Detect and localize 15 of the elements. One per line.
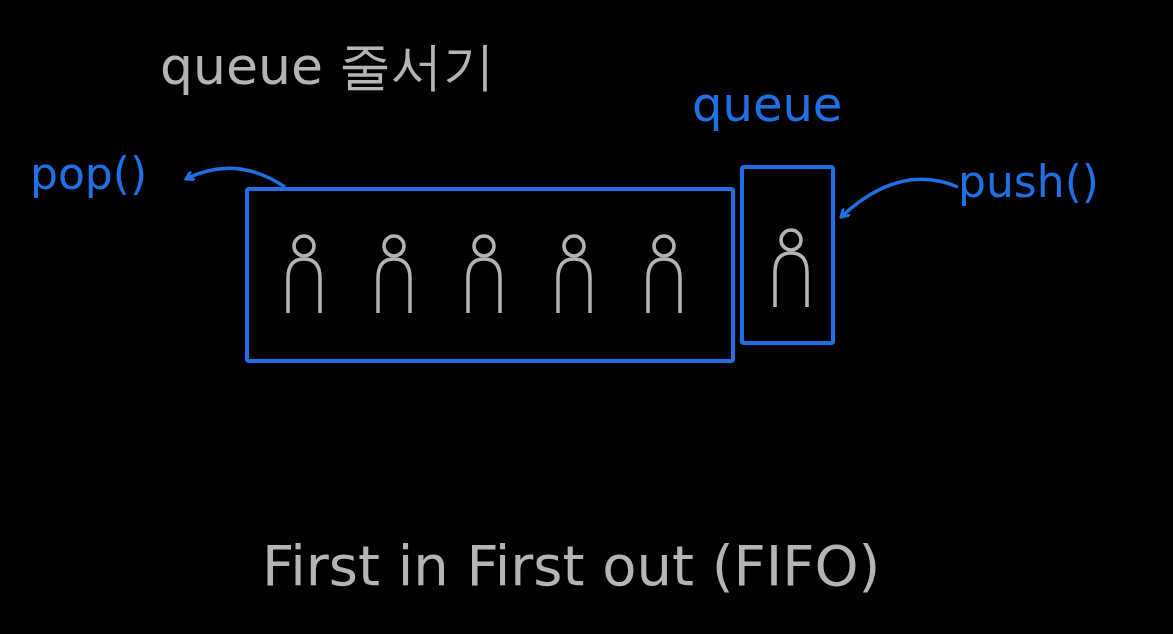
person-icon xyxy=(464,233,504,315)
title: queue 줄서기 xyxy=(160,38,496,96)
person-icon xyxy=(284,233,324,315)
arrow xyxy=(839,177,959,219)
queue-box xyxy=(740,165,835,345)
queue-box xyxy=(245,187,735,363)
person-icon xyxy=(374,233,414,315)
label: queue xyxy=(692,78,843,131)
person-icon xyxy=(554,233,594,315)
person-icon xyxy=(771,227,811,309)
arrow xyxy=(184,166,286,189)
function-label: push() xyxy=(958,158,1148,216)
function-label: pop() xyxy=(30,150,180,208)
person-icon xyxy=(644,233,684,315)
caption: First in First out (FIFO) xyxy=(262,535,881,597)
